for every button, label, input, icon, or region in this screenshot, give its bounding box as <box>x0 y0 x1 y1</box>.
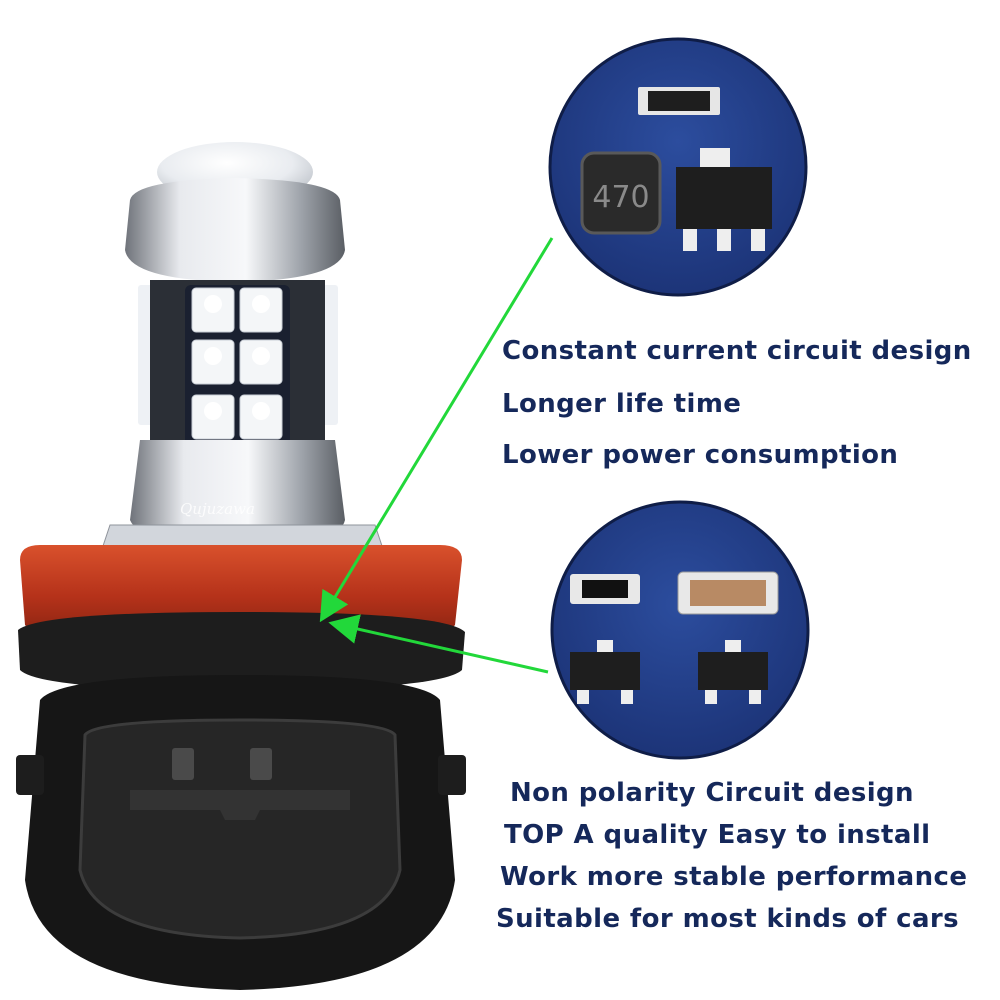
feature-text: TOP A quality Easy to install <box>504 820 931 850</box>
pin-left <box>172 748 194 780</box>
inductor-label: 470 <box>592 180 649 215</box>
plug-socket <box>78 718 402 940</box>
feature-text: Work more stable performance <box>500 862 968 892</box>
side-tab-right <box>438 755 466 795</box>
top-collar <box>125 178 345 282</box>
feature-text: Constant current circuit design <box>502 336 972 366</box>
inductor-component <box>580 151 662 235</box>
led-chips <box>191 287 283 440</box>
brand-watermark: Qujuzawa <box>180 500 255 518</box>
plug-key <box>130 790 350 820</box>
pointer-arrow-bottom <box>328 614 549 674</box>
feature-text: Lower power consumption <box>502 440 899 470</box>
chip-closeup-circle-bottom <box>550 500 810 760</box>
led-bulb <box>16 142 466 990</box>
feature-text: Suitable for most kinds of cars <box>496 904 960 934</box>
feature-text: Non polarity Circuit design <box>510 778 914 808</box>
pin-right <box>250 748 272 780</box>
transistor-right <box>698 640 768 704</box>
side-tab-left <box>16 755 44 795</box>
chip-closeup-circle-top: 470 <box>548 37 808 297</box>
transistor-left <box>570 640 640 704</box>
lower-neck <box>130 440 345 548</box>
feature-text: Longer life time <box>502 389 742 419</box>
pointer-arrow-top <box>319 237 554 623</box>
transistor-component <box>676 148 772 251</box>
